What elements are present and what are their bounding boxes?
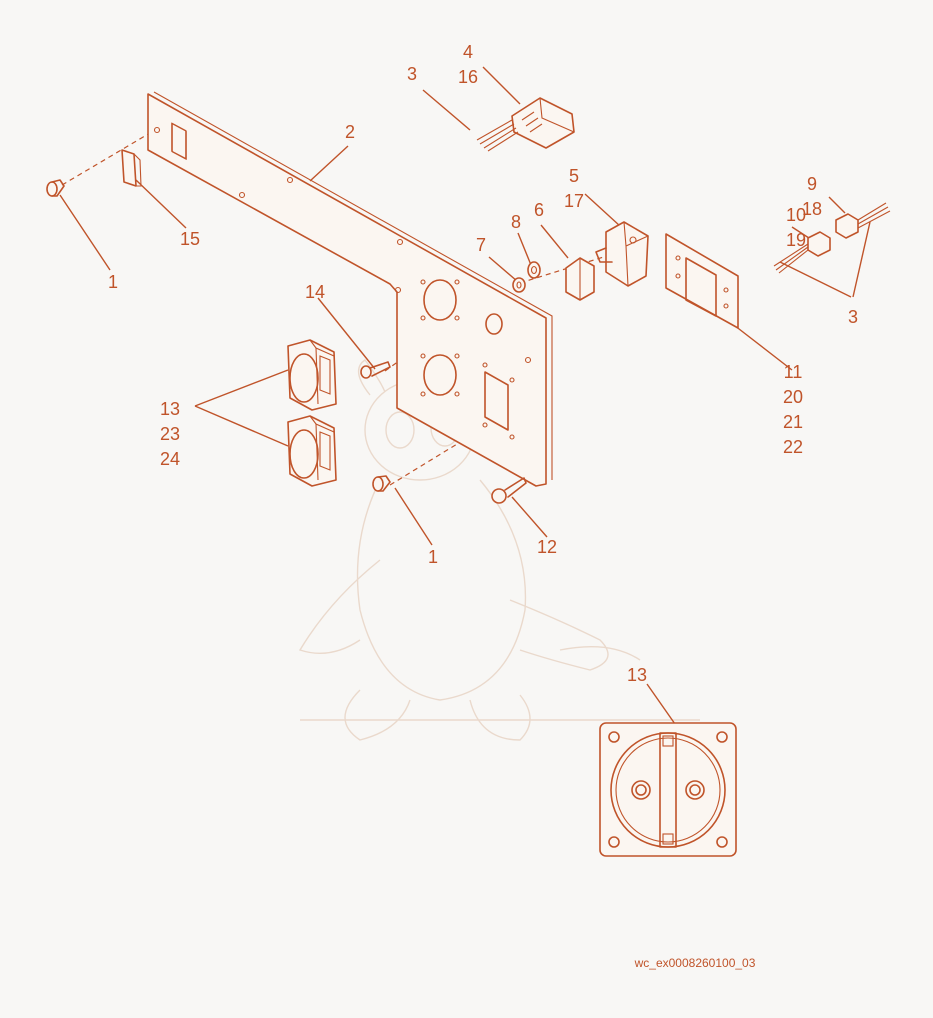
callout-12: 12 xyxy=(537,537,558,557)
washer xyxy=(512,277,526,293)
screw-14 xyxy=(360,361,391,379)
callout-13-detail: 13 xyxy=(627,665,648,685)
screw-12 xyxy=(491,477,527,504)
leader-lines xyxy=(59,66,871,725)
callout-1-left: 1 xyxy=(108,272,119,292)
callout-2: 2 xyxy=(345,122,356,142)
plug-bottom xyxy=(372,475,391,492)
assembly-lines xyxy=(61,129,611,486)
outlet-upper xyxy=(287,339,337,411)
callout-6: 6 xyxy=(534,200,545,220)
callout-3-right: 3 xyxy=(848,307,859,327)
wire-connector-10 xyxy=(773,231,831,274)
plug-left xyxy=(46,179,65,197)
nut xyxy=(527,261,541,279)
wire-connector-9 xyxy=(835,202,891,239)
circuit-breaker xyxy=(595,221,649,287)
callout-1-bottom: 1 xyxy=(428,547,439,567)
callout-15: 15 xyxy=(180,229,201,249)
outlet-lower xyxy=(287,415,337,487)
outlet-detail-view xyxy=(599,722,737,857)
document-id: wc_ex0008260100_03 xyxy=(634,956,756,970)
switch-boot xyxy=(565,257,595,301)
callout-7: 7 xyxy=(476,235,487,255)
callout-8: 8 xyxy=(511,212,522,232)
cover-plate xyxy=(121,149,142,187)
callout-3-top: 3 xyxy=(407,64,418,84)
connector-housing xyxy=(476,97,575,152)
gasket-plate xyxy=(665,233,739,329)
panel xyxy=(147,91,553,487)
callout-14: 14 xyxy=(305,282,326,302)
